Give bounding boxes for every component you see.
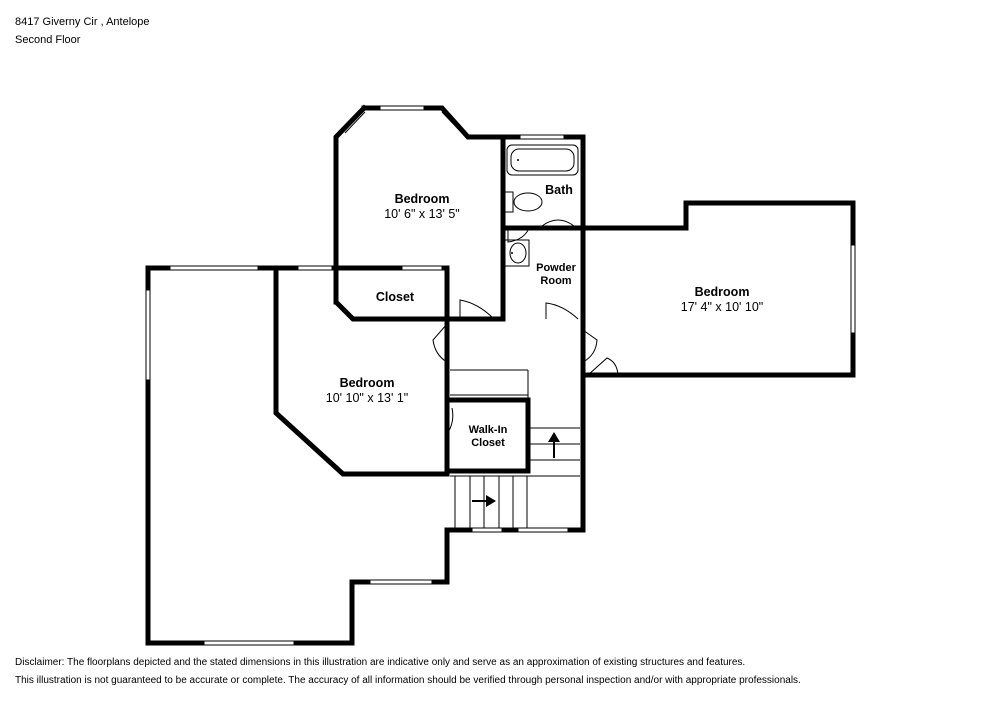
walls — [145, 104, 856, 646]
disclaimer-line2: This illustration is not guaranteed to b… — [15, 675, 801, 686]
disclaimer-line1: Disclaimer: The floorplans depicted and … — [15, 657, 746, 668]
bedroom-top-title: Bedroom — [395, 192, 450, 206]
doors — [401, 219, 619, 533]
room-labels: Bedroom 10' 6" x 13' 5" Bath Powder Room… — [326, 183, 763, 449]
closet-title: Closet — [376, 290, 415, 304]
address-label: 8417 Giverny Cir , Antelope — [15, 16, 150, 28]
bedroom-right-dims: 17' 4" x 10' 10" — [681, 300, 763, 314]
bedroom-right-title: Bedroom — [695, 285, 750, 299]
fixtures — [450, 144, 580, 528]
powder-room-line2: Room — [540, 275, 571, 287]
walkin-closet-line2: Closet — [471, 437, 505, 449]
bedroom-top-dims: 10' 6" x 13' 5" — [384, 207, 460, 221]
powder-room-line1: Powder — [536, 262, 576, 274]
windows — [145, 105, 856, 646]
bedroom-left-title: Bedroom — [340, 376, 395, 390]
floor-label: Second Floor — [15, 34, 81, 46]
bedroom-left-dims: 10' 10" x 13' 1" — [326, 391, 408, 405]
bath-title: Bath — [545, 183, 573, 197]
walkin-closet-line1: Walk-In — [469, 424, 508, 436]
